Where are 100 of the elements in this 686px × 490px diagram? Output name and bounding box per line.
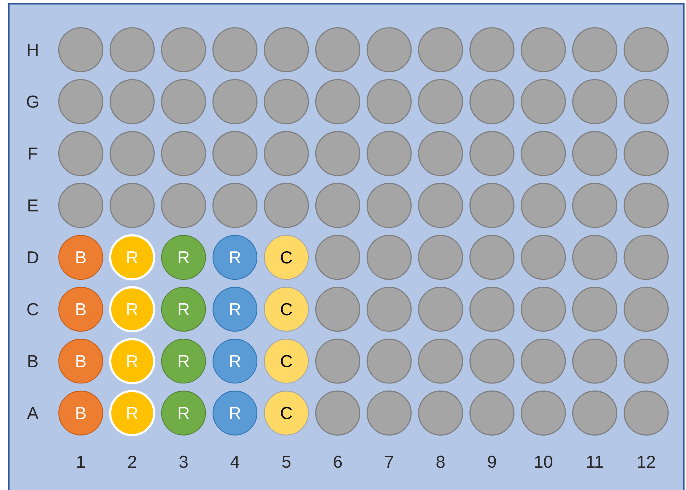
empty-well [58,27,104,73]
empty-well [521,235,566,280]
empty-well [624,390,669,436]
column-label: 8 [436,456,445,468]
empty-well [366,338,412,384]
empty-well [212,27,258,73]
empty-well [470,390,515,436]
empty-well [212,131,258,176]
sample-well: R [212,390,258,436]
column-label: 6 [334,456,342,468]
empty-well [521,79,566,124]
empty-well [521,131,566,176]
empty-well [366,27,412,73]
empty-well [161,183,206,228]
row-label: G [27,96,38,108]
sample-well: B [58,287,104,332]
column-label: 3 [180,456,188,468]
empty-well [110,79,155,124]
column-label: 10 [535,456,553,468]
empty-well [572,390,618,436]
sample-well: R [109,234,156,281]
empty-well [264,27,310,73]
empty-well [470,79,515,124]
column-label: 7 [385,456,394,468]
row-label: D [28,252,38,264]
column-label: 9 [488,456,496,468]
sample-well: C [264,339,309,384]
empty-well [418,79,464,124]
empty-well [470,286,515,332]
empty-well [315,183,361,228]
empty-well [110,27,155,73]
empty-well [418,235,464,280]
empty-well [470,183,515,228]
empty-well [521,338,566,384]
empty-well [572,286,618,332]
row-label: A [27,407,39,420]
column-label: 5 [282,456,291,468]
sample-well: R [161,339,206,384]
empty-well [470,235,515,280]
empty-well [624,235,669,280]
sample-well: R [109,286,156,333]
row-label: B [28,355,38,368]
empty-well [110,131,155,176]
empty-well [366,235,412,280]
empty-well [572,235,618,280]
sample-well: R [161,390,206,436]
column-label: 1 [78,456,85,468]
empty-well [212,79,258,124]
empty-well [418,27,464,73]
empty-well [418,338,464,384]
empty-well [418,183,464,228]
empty-well [521,27,566,73]
sample-well: C [264,235,309,280]
empty-well [572,27,618,73]
empty-well [212,183,258,228]
empty-well [624,27,669,73]
empty-well [315,27,361,73]
empty-well [624,183,669,228]
empty-well [470,131,515,176]
empty-well [572,79,618,124]
empty-well [418,131,464,176]
row-label: F [29,148,38,160]
empty-well [624,79,669,124]
column-label: 2 [128,456,136,468]
sample-well: R [161,287,206,332]
empty-well [366,131,412,176]
column-label: 11 [587,456,604,468]
empty-well [624,338,669,384]
empty-well [366,183,412,228]
empty-well [315,390,361,436]
empty-well [110,183,155,228]
empty-well [161,79,206,124]
sample-well: R [212,287,258,332]
sample-well: R [212,235,258,280]
empty-well [315,235,361,280]
empty-well [58,131,104,176]
empty-well [315,338,361,384]
row-label: C [28,303,39,316]
sample-well: B [58,390,104,436]
empty-well [315,79,361,124]
empty-well [470,338,515,384]
empty-well [418,286,464,332]
empty-well [366,79,412,124]
sample-well: C [264,287,309,332]
empty-well [161,131,206,176]
empty-well [572,338,618,384]
empty-well [264,131,310,176]
empty-well [315,286,361,332]
empty-well [58,79,104,124]
sample-well: C [264,390,309,436]
empty-well [521,286,566,332]
empty-well [315,131,361,176]
sample-well: R [109,390,156,436]
empty-well [624,286,669,332]
empty-well [521,183,566,228]
sample-well: R [109,338,156,384]
empty-well [58,183,104,228]
empty-well [366,286,412,332]
empty-well [418,390,464,436]
empty-well [624,131,669,176]
